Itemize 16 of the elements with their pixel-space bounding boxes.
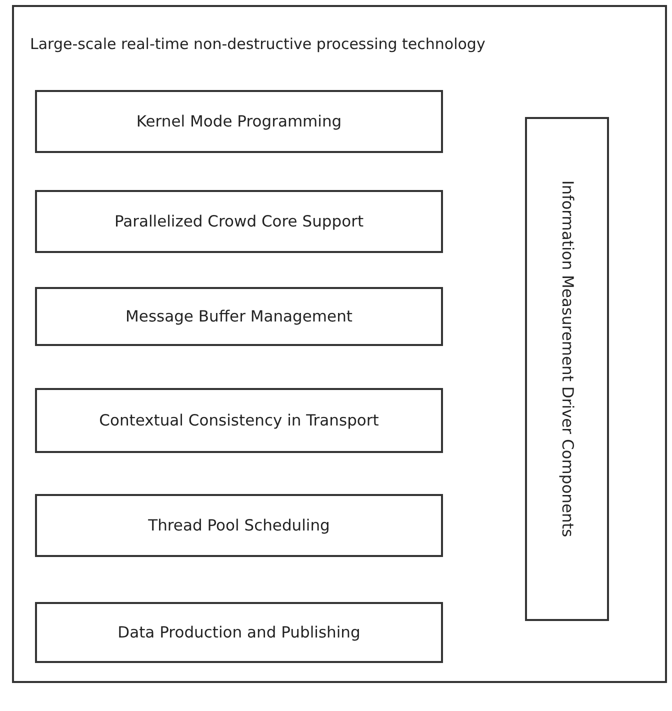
process-box xyxy=(35,494,443,557)
process-box xyxy=(35,287,443,346)
process-box xyxy=(35,602,443,663)
vertical-box xyxy=(525,117,609,621)
process-box xyxy=(35,90,443,153)
container-box xyxy=(12,5,667,683)
title-text: Large-scale real-time non-destructive processing technology xyxy=(30,35,486,54)
box-label: Parallelized Crowd Core Support xyxy=(113,212,365,232)
box-label: Contextual Consistency in Transport xyxy=(98,410,380,430)
box-label: Thread Pool Scheduling xyxy=(147,516,331,536)
process-box xyxy=(35,190,443,253)
process-box xyxy=(35,388,443,453)
box-label: Information Measurement Driver Components xyxy=(558,179,577,540)
box-label: Data Production and Publishing xyxy=(116,622,362,642)
box-label: Kernel Mode Programming xyxy=(135,112,343,132)
box-label: Message Buffer Management xyxy=(124,306,354,326)
